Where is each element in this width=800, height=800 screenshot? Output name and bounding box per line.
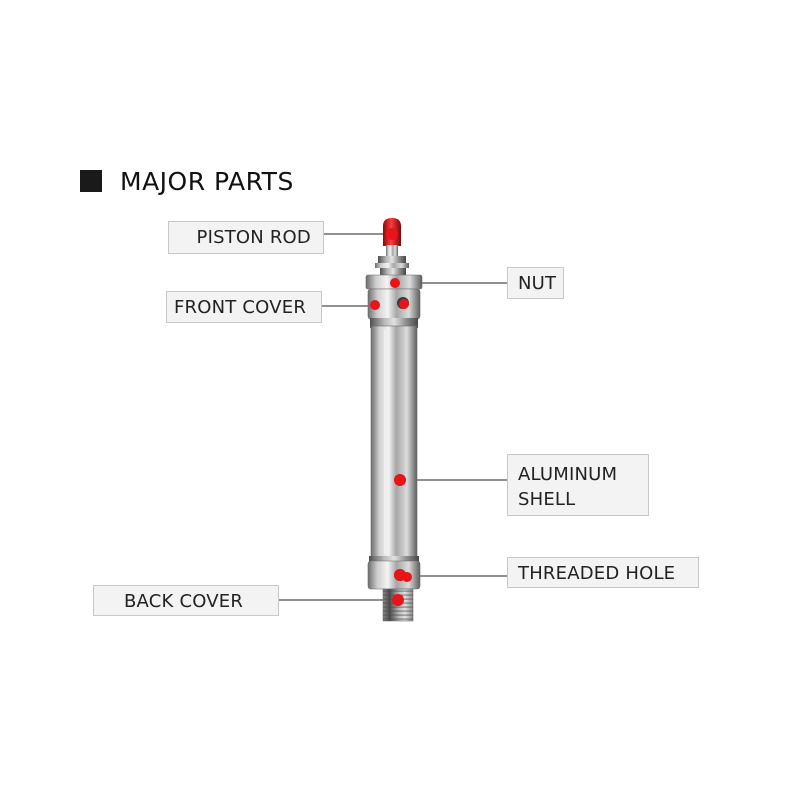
leader-lines: [279, 233, 507, 601]
label-nut-text: NUT: [518, 273, 557, 294]
marker-piston-rod: [386, 228, 398, 240]
page-title: MAJOR PARTS: [120, 166, 294, 196]
label-front-cover: FRONT COVER: [166, 291, 322, 323]
part-markers: [370, 228, 412, 606]
label-piston-rod-text: PISTON ROD: [196, 227, 311, 248]
marker-front-cover: [370, 300, 380, 310]
label-threaded-hole-text: THREADED HOLE: [518, 563, 676, 584]
label-piston-rod: PISTON ROD: [168, 221, 324, 254]
label-back-cover: BACK COVER: [93, 585, 279, 616]
label-nut: NUT: [507, 267, 564, 299]
label-aluminum-shell: ALUMINUM SHELL: [507, 454, 649, 516]
aluminum-shell-part: [370, 325, 418, 559]
label-aluminum-shell-line2: SHELL: [518, 489, 576, 510]
marker-aluminum-shell: [394, 474, 406, 486]
marker-back-cover: [392, 594, 404, 606]
section-heading: MAJOR PARTS: [80, 165, 294, 197]
marker-threaded-hole-2: [402, 572, 412, 582]
heading-square-icon: [80, 170, 102, 192]
label-aluminum-shell-line1: ALUMINUM: [518, 464, 618, 485]
nut-part: [375, 256, 409, 275]
marker-front-port: [399, 299, 409, 309]
label-front-cover-text: FRONT COVER: [174, 297, 307, 318]
back-cover-part: [367, 556, 421, 622]
label-threaded-hole: THREADED HOLE: [507, 557, 699, 588]
piston-rod-cap: [383, 218, 401, 259]
marker-nut: [390, 278, 400, 288]
label-back-cover-text: BACK COVER: [124, 591, 244, 612]
